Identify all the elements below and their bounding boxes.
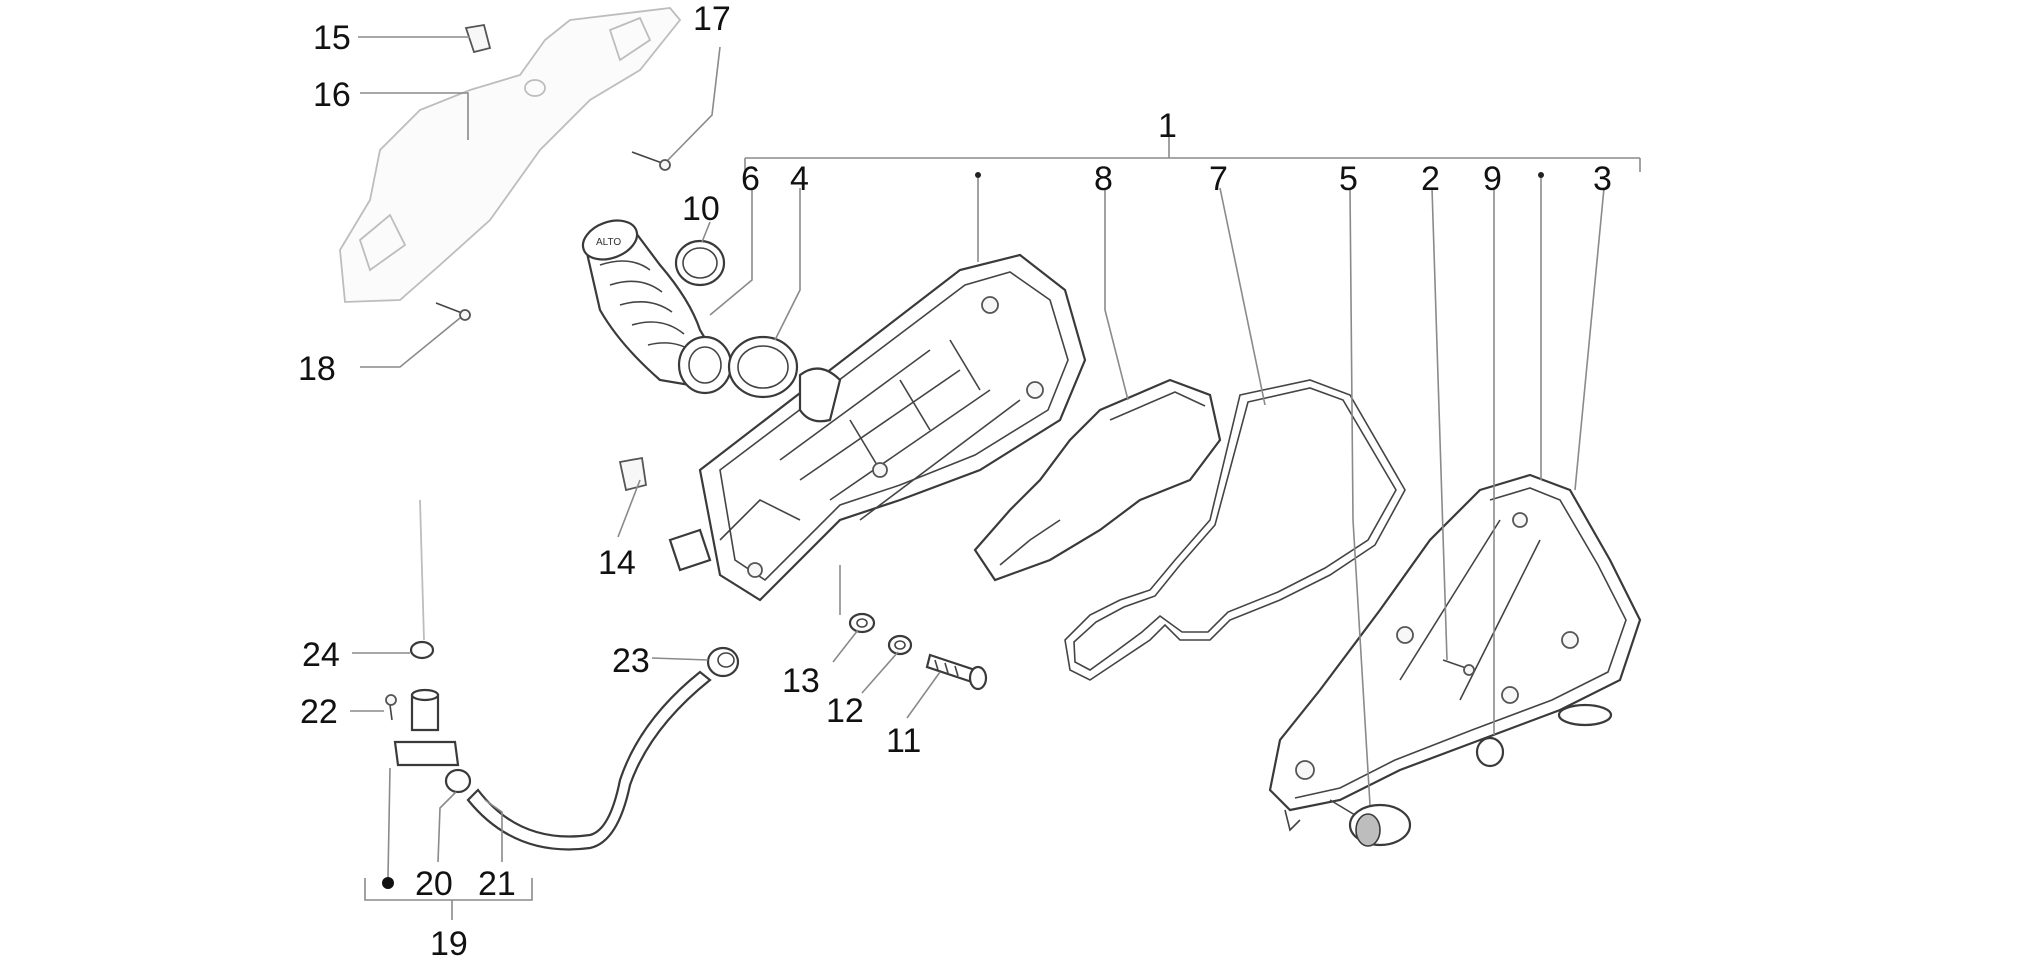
- label-3: 3: [1593, 160, 1612, 198]
- label-1: 1: [1158, 107, 1177, 145]
- label-6: 6: [741, 160, 760, 198]
- label-15: 15: [313, 19, 351, 57]
- label-5: 5: [1339, 160, 1358, 198]
- label-12: 12: [826, 692, 864, 730]
- part-10-hose-clamp: [674, 239, 726, 287]
- part-2-screw: [1442, 659, 1475, 676]
- part-15-clip: [464, 23, 492, 54]
- label-13: 13: [782, 662, 820, 700]
- label-18: 18: [298, 350, 336, 388]
- label-21: 21: [478, 865, 516, 903]
- label-22: 22: [300, 693, 338, 731]
- label-11: 11: [886, 722, 921, 760]
- part-21-drain-hose: [466, 670, 712, 851]
- label-16: 16: [313, 76, 351, 114]
- label-14: 14: [598, 544, 636, 582]
- part-4-clamp-ring: [727, 335, 799, 399]
- label-24: 24: [302, 636, 340, 674]
- label-4: 4: [790, 160, 809, 198]
- part-12-washer: [887, 634, 913, 656]
- part-7-gasket: [1064, 379, 1406, 681]
- label-10: 10: [682, 190, 720, 228]
- svg-text:ALTO: ALTO: [596, 237, 621, 248]
- part-18-screw: [435, 302, 471, 321]
- part-9-cap: [1475, 736, 1505, 768]
- part-24-drain-rod: [409, 499, 435, 660]
- part-23-cap: [706, 646, 740, 678]
- part-16-intake-duct: [339, 7, 682, 303]
- part-20-clamp: [444, 768, 472, 794]
- callout-labels: 1 6 4 8 7 5 2 9 3 10 15 16 17 18 14 13 1…: [298, 0, 1612, 962]
- leader-lines: [350, 36, 1641, 920]
- label-19: 19: [430, 925, 468, 962]
- label-17: 17: [693, 0, 731, 38]
- air-box-case: [668, 253, 1087, 602]
- label-7: 7: [1209, 160, 1228, 198]
- part-17-screw: [631, 151, 671, 171]
- part-13-washer: [848, 612, 876, 634]
- label-2: 2: [1421, 160, 1440, 198]
- part-8-filter-element: [973, 378, 1222, 582]
- air-box-cover: [1268, 473, 1642, 832]
- part-11-bolt: [925, 653, 988, 691]
- part-14-clip: [618, 456, 648, 492]
- part-6-intake-hose: ALTO: [581, 219, 733, 395]
- drain-valve: [393, 688, 460, 767]
- part-5-knob-screw: [1329, 799, 1412, 847]
- label-8: 8: [1094, 160, 1113, 198]
- label-23: 23: [612, 642, 650, 680]
- part-22-screw: [385, 694, 397, 721]
- label-9: 9: [1483, 160, 1502, 198]
- label-20: 20: [415, 865, 453, 903]
